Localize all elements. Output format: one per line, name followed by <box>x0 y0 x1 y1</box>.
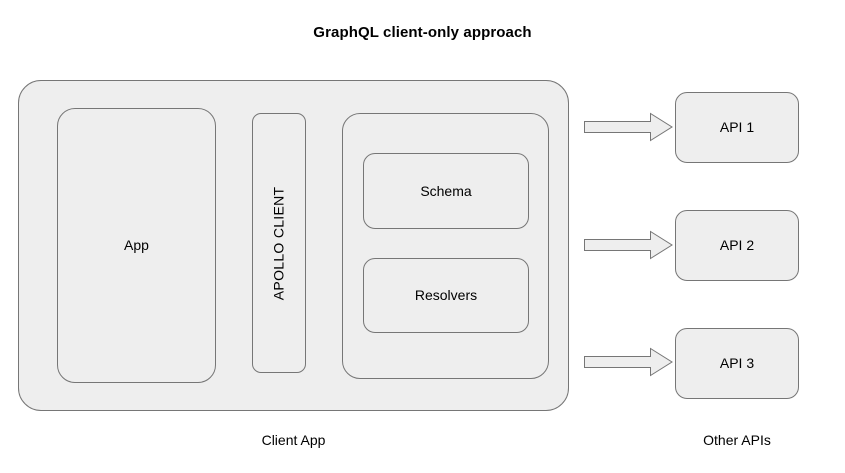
page-title: GraphQL client-only approach <box>313 24 532 41</box>
app-box: App <box>57 108 216 383</box>
api-box-3: API 3 <box>675 328 799 399</box>
resolvers-box: Resolvers <box>363 258 529 333</box>
arrow-to-api-3-icon <box>584 347 673 377</box>
client-app-caption: Client App <box>261 432 326 448</box>
app-box-label: App <box>124 237 149 254</box>
schema-box: Schema <box>363 153 529 229</box>
arrow-to-api-2-icon <box>584 230 673 260</box>
apollo-client-box: APOLLO CLIENT <box>252 113 306 373</box>
api-box-1: API 1 <box>675 92 799 163</box>
apollo-client-label: APOLLO CLIENT <box>270 186 287 300</box>
api-box-2: API 2 <box>675 210 799 281</box>
other-apis-caption: Other APIs <box>703 432 771 448</box>
api-box-1-label: API 1 <box>719 119 755 136</box>
api-box-3-label: API 3 <box>719 355 755 372</box>
resolvers-box-label: Resolvers <box>414 287 478 304</box>
schema-box-label: Schema <box>420 182 472 199</box>
arrow-to-api-1-icon <box>584 112 673 142</box>
api-box-2-label: API 2 <box>719 237 755 254</box>
